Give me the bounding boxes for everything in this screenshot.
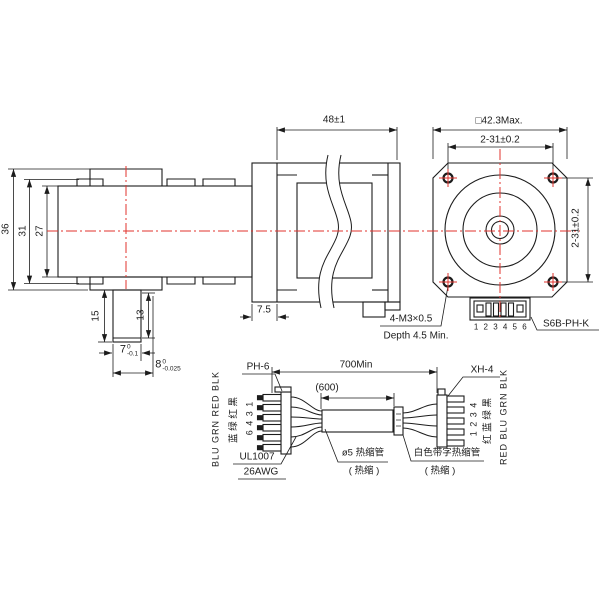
dim-tube-length: (600) xyxy=(315,382,339,394)
shaft-flat-upper-tol: 0 xyxy=(126,343,131,351)
shaft-dia-upper-tol: 0 xyxy=(162,358,166,366)
shaft-dia-lower-tol: -0.025 xyxy=(162,365,181,372)
ph6-connector xyxy=(256,386,292,455)
leader-lines xyxy=(233,285,599,480)
left-pin-numbers: 6 4 3 1 xyxy=(244,400,255,436)
dim-hole-spacing-horizontal: 2-31±0.2 xyxy=(480,134,520,146)
dim-cable-total-length: 700Min xyxy=(339,359,373,371)
dim-front-boss: 7.5 xyxy=(257,304,271,316)
dim-flange-height: 31 xyxy=(17,225,29,237)
dim-shaft-length: 15 xyxy=(90,310,102,322)
tube-label-sub: ( 热缩 ) xyxy=(348,465,380,477)
dim-body-height: 27 xyxy=(34,225,46,237)
shaft-flat-lower-tol: -0.1 xyxy=(126,350,139,357)
harness-wires-left xyxy=(290,396,323,448)
output-shaft xyxy=(112,289,142,343)
right-wire-colors-cn: 红 蓝 绿 黑 xyxy=(482,398,494,444)
right-wire-colors-en: RED BLU GRN BLK xyxy=(498,368,509,466)
left-wire-colors-cn: 蓝 绿 红 黑 xyxy=(228,397,240,443)
motor-connector-pin-numbers: 1 2 3 4 5 6 xyxy=(473,322,529,332)
outside-arrow-dims xyxy=(99,314,289,356)
dim-shaft-flat: 7 0-0.1 xyxy=(119,343,139,358)
dim-flat-length: 13 xyxy=(135,309,147,321)
right-pin-numbers: 1 2 3 4 xyxy=(468,401,479,437)
side-view-rear-housing xyxy=(57,168,253,343)
wire-spec-awg: 26AWG xyxy=(243,466,279,478)
shaft-flat-nominal: 7 xyxy=(119,343,126,356)
heat-shrink-tube xyxy=(321,406,404,436)
dim-hole-spacing-vertical: 2-31±0.2 xyxy=(570,208,582,248)
centerlines xyxy=(47,149,580,318)
xh4-connector xyxy=(436,388,465,448)
shaft-dia-nominal: 8 xyxy=(155,358,162,371)
thread-note: 4-M3×0.5 xyxy=(389,313,433,325)
band-label: 白色带字热缩管 xyxy=(413,447,481,459)
dim-motor-length: 48±1 xyxy=(322,114,346,126)
left-connector-label: PH-6 xyxy=(246,361,270,373)
break-line-band xyxy=(318,155,352,308)
thread-depth-note: Depth 4.5 Min. xyxy=(383,330,449,342)
band-label-sub: ( 热缩 ) xyxy=(424,465,456,477)
dim-overall-height: 36 xyxy=(0,223,12,235)
dimension-lines xyxy=(10,127,591,401)
break-lines xyxy=(318,154,352,309)
dim-shaft-diameter: 8 0-0.025 xyxy=(155,358,181,373)
wire-spec-ul: UL1007 xyxy=(239,451,275,463)
harness-wires-right xyxy=(402,403,438,438)
tube-label: ø5 热缩管 xyxy=(341,447,385,459)
left-wire-colors-en: BLU GRN RED BLK xyxy=(210,370,221,468)
motor-connector-label: S6B-PH-K xyxy=(542,318,590,330)
dim-square-frame: □42.3Max. xyxy=(475,115,523,127)
right-connector-label: XH-4 xyxy=(470,364,494,376)
